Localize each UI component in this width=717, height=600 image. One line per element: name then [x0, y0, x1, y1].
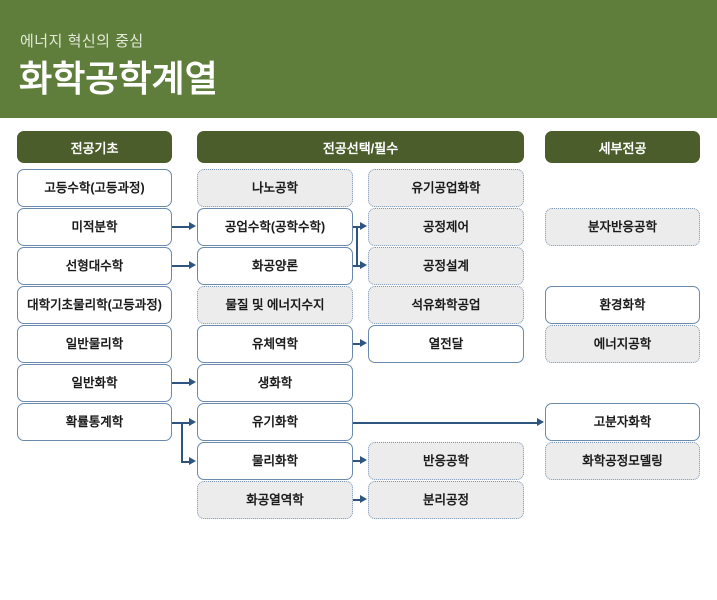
- course-label: 반응공학: [422, 453, 469, 468]
- connector-yugihwahak-to-gobunjahwahak: [353, 422, 538, 424]
- connector-gongeopsuhak-stub: [353, 226, 358, 228]
- column-header-specialization: 세부전공: [545, 131, 700, 163]
- course-box-gongjeongseolgye[interactable]: 공정설계: [368, 247, 524, 285]
- column-header-major-basics: 전공기초: [17, 131, 172, 163]
- course-label: 생화학: [257, 375, 293, 390]
- connector-to-mullihwahak: [181, 461, 190, 463]
- course-label: 화공열역학: [246, 492, 304, 507]
- course-label: 분리공정: [422, 492, 469, 507]
- course-box-ilbanmullihak[interactable]: 일반물리학: [17, 325, 172, 363]
- connector-mijeokbunhak-to-gongeopsuhak: [172, 226, 190, 228]
- connector-bracket-vertical-chem: [181, 422, 183, 461]
- connector-hwakryultonggyehak-stub: [172, 422, 182, 424]
- course-box-mijeokbunhak[interactable]: 미적분학: [17, 208, 172, 246]
- course-box-yeoljeondal[interactable]: 열전달: [368, 325, 524, 363]
- column-header-major-elective-required: 전공선택/필수: [197, 131, 524, 163]
- course-box-yuchaeyeokhak[interactable]: 유체역학: [197, 325, 353, 363]
- course-label: 일반물리학: [65, 336, 124, 351]
- course-label: 화공양론: [251, 258, 298, 273]
- arrowhead-gongjeongjeeo-in: [360, 222, 367, 230]
- course-label: 석유화학공업: [411, 297, 481, 312]
- course-box-godeungsuhak[interactable]: 고등수학(고등과정): [17, 169, 172, 207]
- connector-hwagongyangron-stub: [353, 265, 358, 267]
- connector-bracket-vertical-process: [356, 226, 358, 267]
- page-banner: 에너지 혁신의 중심 화학공학계열: [0, 0, 717, 118]
- course-box-nanogonghak[interactable]: 나노공학: [197, 169, 353, 207]
- course-box-muljilmichenergysuji[interactable]: 물질 및 에너지수지: [197, 286, 353, 324]
- course-box-bunrigongjeong[interactable]: 분리공정: [368, 481, 524, 519]
- course-box-yugigongeophwahak[interactable]: 유기공업화학: [368, 169, 524, 207]
- course-label: 물질 및 에너지수지: [225, 297, 325, 312]
- course-label: 공정설계: [422, 258, 469, 273]
- course-box-gongjeongjeeo[interactable]: 공정제어: [368, 208, 524, 246]
- connector-yuchaeyeokhak-to-yeoljeondal: [353, 343, 362, 345]
- course-label: 나노공학: [251, 180, 298, 195]
- course-label: 확률통계학: [65, 414, 124, 429]
- connector-mullihwahak-to-baneunggonghak: [353, 460, 362, 462]
- banner-subtitle: 에너지 혁신의 중심: [20, 33, 144, 50]
- course-box-hwangyeonghwahak[interactable]: 환경화학: [545, 286, 700, 324]
- course-box-ilbanhwahak[interactable]: 일반화학: [17, 364, 172, 402]
- course-box-hwagongyangron[interactable]: 화공양론: [197, 247, 353, 285]
- course-label: 미적분학: [71, 219, 118, 234]
- arrowhead-yugihwahak-in: [189, 418, 196, 426]
- course-label: 환경화학: [599, 297, 646, 312]
- arrowhead-baneunggonghak-in: [360, 456, 367, 464]
- course-box-hwahakgongjeongmodeling[interactable]: 화학공정모델링: [545, 442, 700, 480]
- course-box-bunjabaneunggonghak[interactable]: 분자반응공학: [545, 208, 700, 246]
- arrowhead-gobunjahwahak-in: [537, 418, 544, 426]
- connector-ilbanhwahak-to-saenghwahak: [172, 382, 190, 384]
- arrowhead-bunrigongjeong-in: [360, 495, 367, 503]
- course-label: 공업수학(공학수학): [224, 219, 326, 234]
- course-box-hwakryultonggyehak[interactable]: 확률통계학: [17, 403, 172, 441]
- course-box-hwagongyeolyeokhak[interactable]: 화공열역학: [197, 481, 353, 519]
- course-label: 분자반응공학: [587, 219, 657, 234]
- course-box-mullihwahak[interactable]: 물리화학: [197, 442, 353, 480]
- course-box-gongeopsuhak[interactable]: 공업수학(공학수학): [197, 208, 353, 246]
- course-label: 열전달: [428, 336, 464, 351]
- arrowhead-mullihwahak-in: [189, 457, 196, 465]
- course-box-daehakgichomullihak[interactable]: 대학기초물리학(고등과정): [17, 286, 172, 324]
- course-label: 일반화학: [71, 375, 118, 390]
- arrowhead-saenghwahak-in: [189, 378, 196, 386]
- course-box-saenghwahak[interactable]: 생화학: [197, 364, 353, 402]
- connector-seonhyeongdaesuhak-to-hwagongyangron: [172, 265, 190, 267]
- course-label: 공정제어: [422, 219, 469, 234]
- course-label: 고분자화학: [593, 414, 652, 429]
- course-label: 고등수학(고등과정): [44, 180, 145, 195]
- course-label: 물리화학: [251, 453, 298, 468]
- connector-to-gongjeongseolgye: [356, 265, 361, 267]
- course-label: 유체역학: [251, 336, 298, 351]
- course-box-seonhyeongdaesuhak[interactable]: 선형대수학: [17, 247, 172, 285]
- course-label: 화학공정모델링: [582, 453, 663, 468]
- page-title: 화학공학계열: [19, 58, 218, 99]
- course-label: 대학기초물리학(고등과정): [27, 297, 162, 312]
- connector-hwagongyeolyeokhak-to-bunrigongjeong: [353, 499, 362, 501]
- arrowhead-gongjeongseolgye-in: [360, 261, 367, 269]
- arrowhead-yeoljeondal-in: [360, 339, 367, 347]
- course-box-gobunjahwahak[interactable]: 고분자화학: [545, 403, 700, 441]
- arrowhead-gongeopsuhak-in: [189, 222, 196, 230]
- course-box-energygonghak[interactable]: 에너지공학: [545, 325, 700, 363]
- course-label: 에너지공학: [593, 336, 652, 351]
- course-box-baneunggonghak[interactable]: 반응공학: [368, 442, 524, 480]
- connector-to-yugihwahak: [181, 422, 190, 424]
- course-label: 선형대수학: [65, 258, 124, 273]
- course-box-yugihwahak[interactable]: 유기화학: [197, 403, 353, 441]
- connector-to-gongjeongjeeo: [356, 226, 361, 228]
- course-label: 유기화학: [251, 414, 298, 429]
- course-label: 유기공업화학: [411, 180, 481, 195]
- course-box-seokyuhwahakgongeop[interactable]: 석유화학공업: [368, 286, 524, 324]
- arrowhead-hwagongyangron-in: [189, 261, 196, 269]
